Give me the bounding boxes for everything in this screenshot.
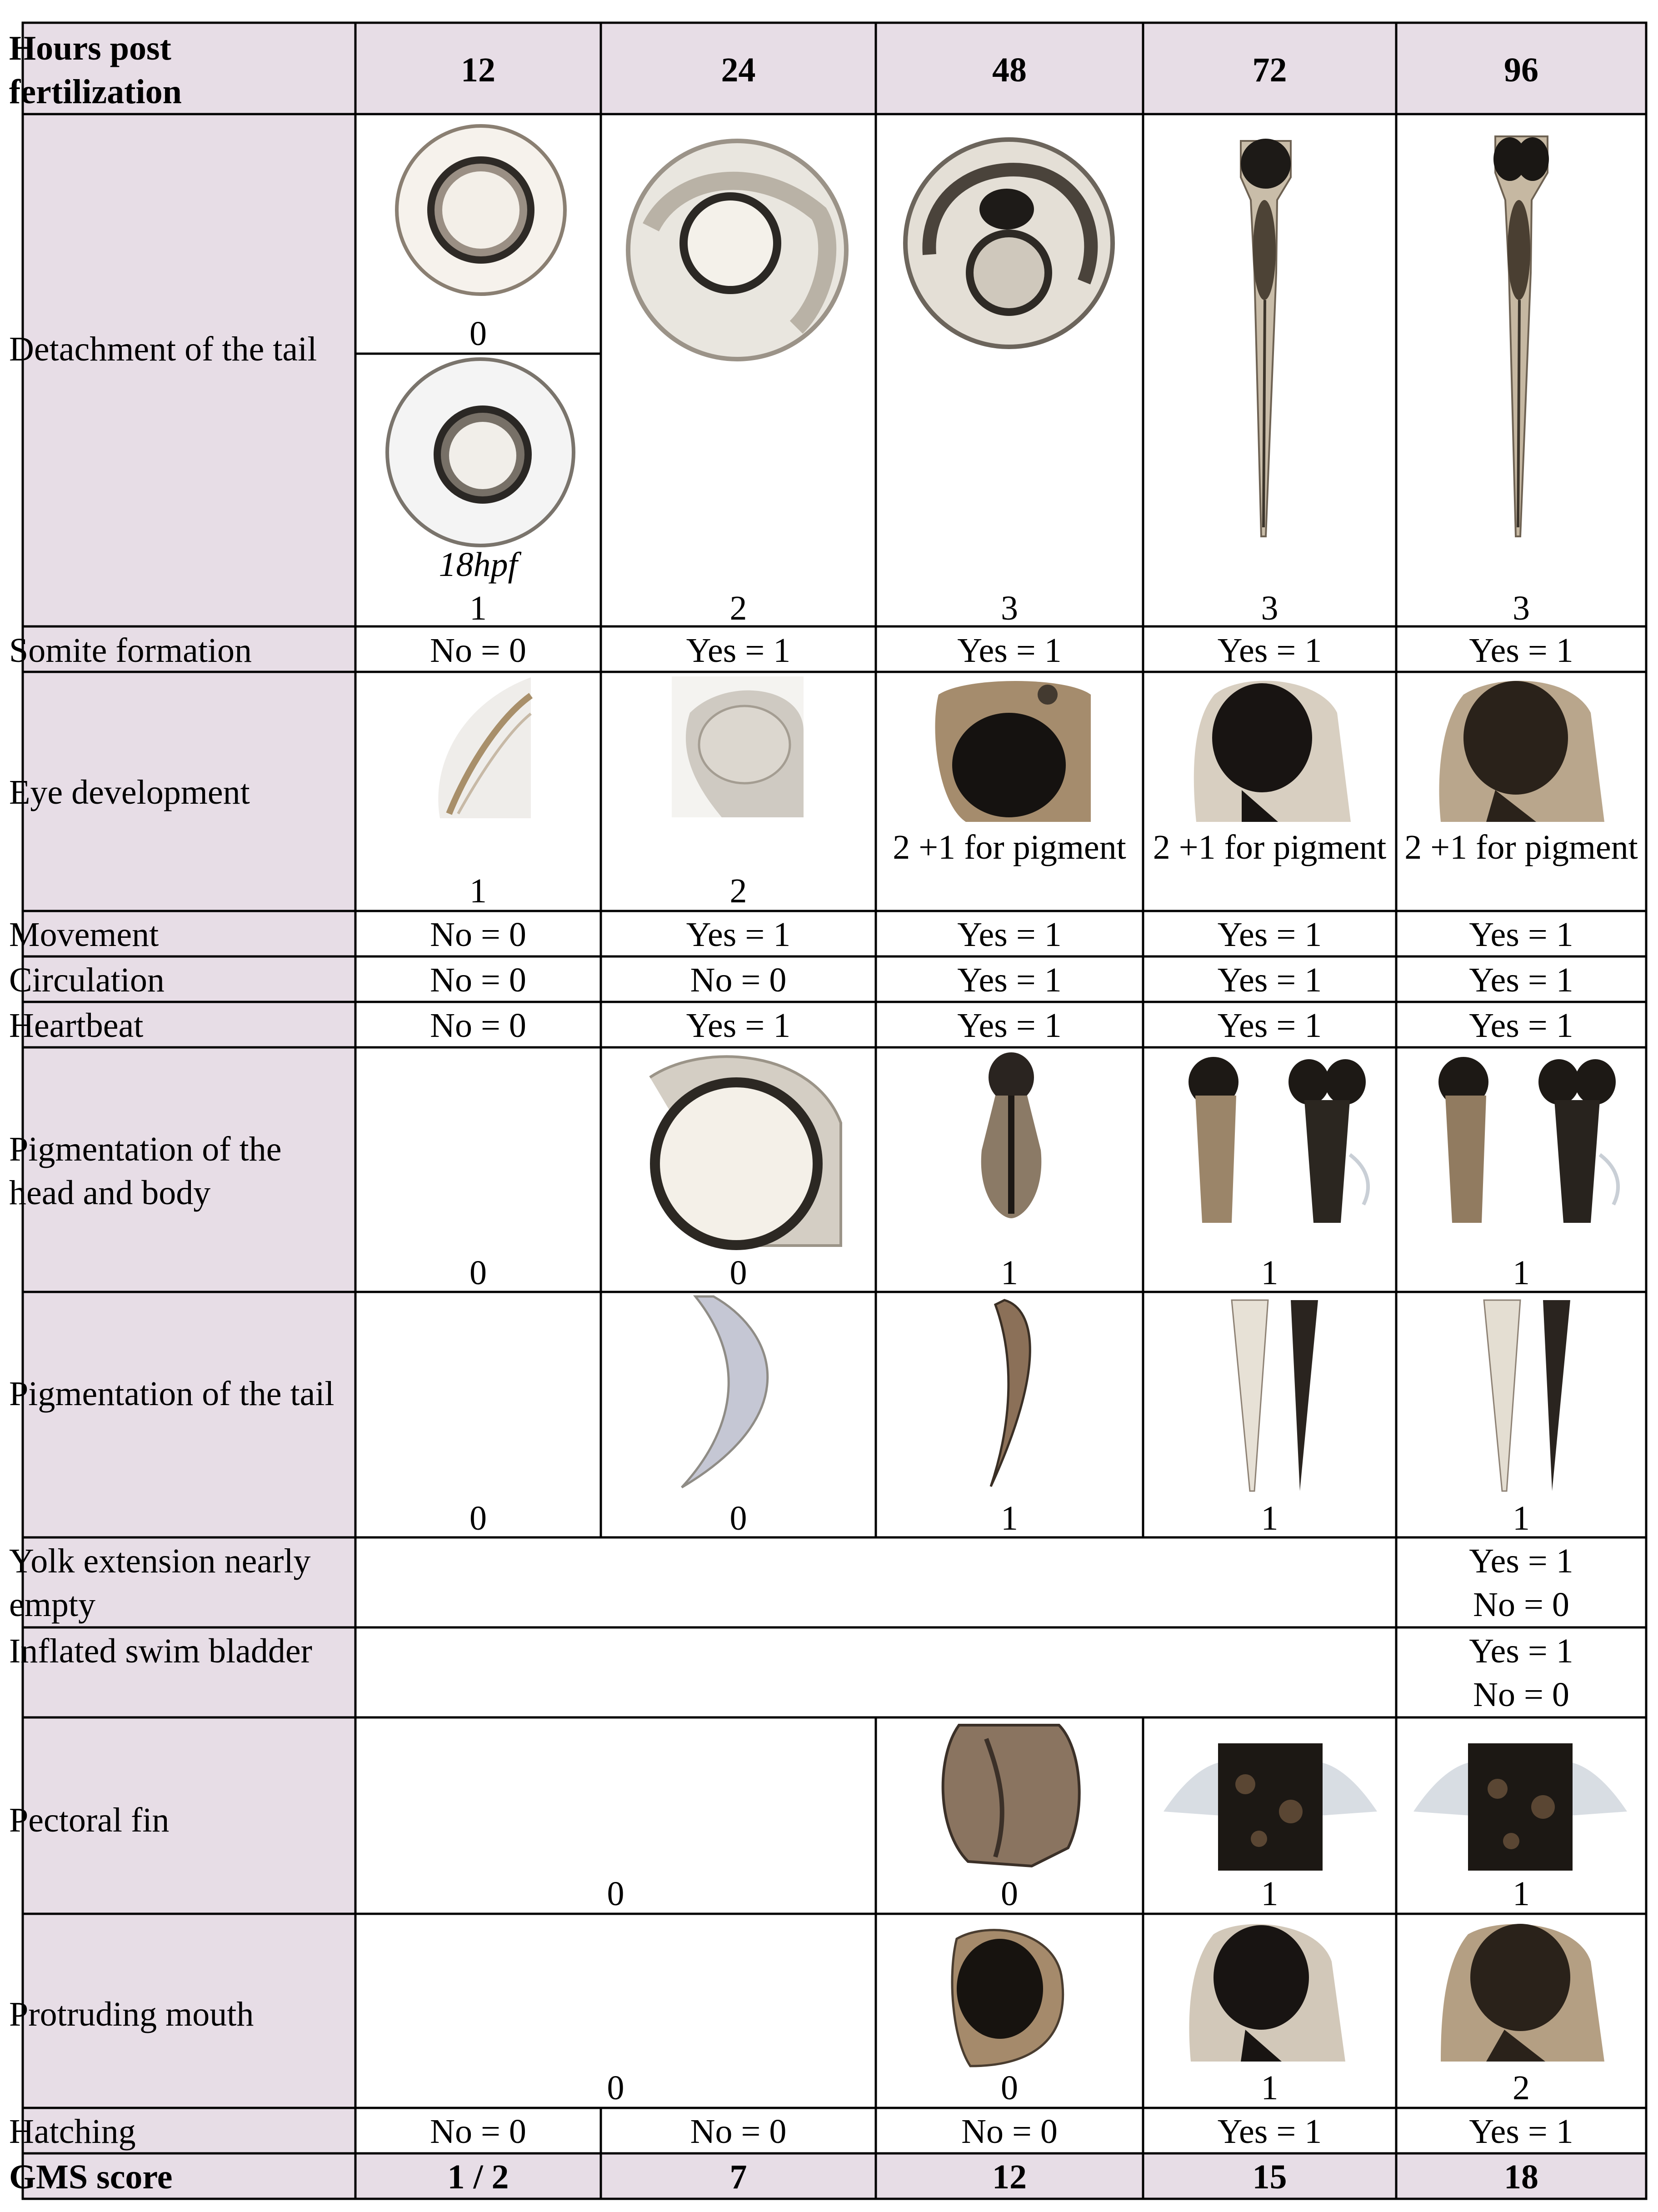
pectoral-96hpf-image xyxy=(1413,1743,1627,1871)
header-label: Hours post fertilization xyxy=(9,29,182,111)
pig-head-48hpf-image xyxy=(981,1052,1042,1218)
eye-12hpf-image xyxy=(438,677,533,818)
embryo-12hpf-image xyxy=(395,124,567,296)
pig-tail-72hpf-image xyxy=(1231,1299,1318,1492)
embryo-18hpf-image xyxy=(385,357,575,547)
row-label-mouth: Protruding mouth xyxy=(9,1995,254,2033)
pectoral-72hpf-image xyxy=(1164,1743,1377,1871)
row-label-swim: Inflated swim bladder xyxy=(9,1632,312,1670)
row-label-movement: Movement xyxy=(9,916,159,954)
pig-tail-24hpf-image xyxy=(681,1295,769,1489)
row-label-gms: GMS score xyxy=(9,2158,173,2196)
row-label-hatching: Hatching xyxy=(9,2112,136,2151)
pig-head-96hpf-image xyxy=(1438,1057,1620,1223)
label-column-fill xyxy=(23,114,355,2153)
header-row-fill xyxy=(23,23,1646,114)
embryo-48hpf-image xyxy=(903,137,1115,349)
gms-row-fill xyxy=(23,2153,1646,2199)
row-label-eye: Eye development xyxy=(9,773,250,811)
row-label-pectoral: Pectoral fin xyxy=(9,1801,170,1839)
larva-72hpf-image xyxy=(1240,139,1292,537)
row-label-pig-tail: Pigmentation of the tail xyxy=(9,1375,335,1413)
mouth-48hpf-image xyxy=(951,1929,1064,2067)
row-label-somite: Somite formation xyxy=(9,631,252,670)
eye-72hpf-image xyxy=(1194,681,1351,822)
pig-head-72hpf-image xyxy=(1189,1057,1370,1223)
eye-48hpf-image xyxy=(935,681,1091,822)
row-label-circulation: Circulation xyxy=(9,961,165,999)
row-label-heartbeat: Heartbeat xyxy=(9,1006,144,1045)
mouth-72hpf-image xyxy=(1189,1924,1345,2062)
embryo-24hpf-image xyxy=(626,139,849,361)
larva-96hpf-image xyxy=(1493,135,1549,537)
row-label-yolk: Yolk extension nearly empty xyxy=(9,1542,311,1624)
row-label-detachment: Detachment of the tail xyxy=(9,330,317,368)
eye-24hpf-image xyxy=(672,676,804,817)
pectoral-48hpf-image xyxy=(941,1724,1081,1868)
pig-tail-48hpf-image xyxy=(989,1299,1031,1487)
pig-head-24hpf-image xyxy=(649,1055,842,1250)
row-label-pig-head: Pigmentation of the head and body xyxy=(9,1130,282,1212)
pig-tail-96hpf-image xyxy=(1483,1299,1570,1492)
mouth-96hpf-image xyxy=(1441,1924,1604,2062)
eye-96hpf-image xyxy=(1439,681,1604,822)
